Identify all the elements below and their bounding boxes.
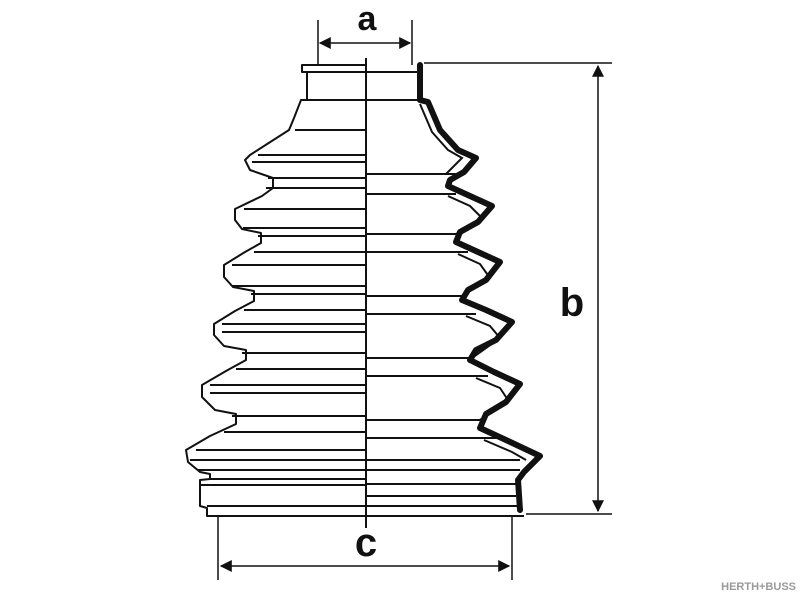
boot-exterior-ribs [190,71,365,507]
brand-watermark-text: HERTH+BUSS [721,581,796,593]
boot-section-ribs [366,71,527,517]
dimension-a [317,20,413,65]
dimension-c-label: c [355,521,377,565]
boot-wall-profile [417,62,543,513]
dimension-b-label: b [560,281,584,325]
dimension-b [424,62,612,515]
dimension-c [217,516,513,580]
boot-section-half [366,62,543,517]
brand-watermark: HERTH+BUSS [721,581,796,593]
boot-exterior-half [185,64,365,517]
dimension-a-label: a [358,0,378,38]
